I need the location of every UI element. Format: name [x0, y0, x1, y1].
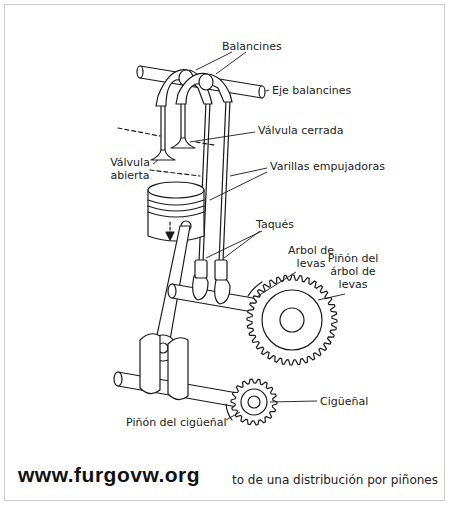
part-label: Piñón del cigüeñal: [126, 416, 227, 429]
head-plane: [150, 170, 200, 176]
leader-line: [266, 90, 269, 91]
watermark: www.furgovw.org: [18, 463, 200, 487]
piston-ring: [148, 200, 204, 217]
leader-line: [190, 132, 255, 142]
tappet: [215, 260, 227, 280]
part-label: Piñón del árbol de levas: [318, 252, 388, 291]
rocker-arm: [176, 73, 232, 104]
part-label: Taqués: [256, 218, 294, 231]
rocker-shaft-end: [137, 66, 143, 78]
leader-line: [210, 172, 267, 200]
pushrod: [199, 102, 210, 262]
leader-line: [216, 52, 246, 74]
part-label: Cigüeñal: [320, 395, 368, 408]
part-label: Válvula cerrada: [258, 124, 343, 137]
frame: [5, 5, 445, 501]
piston-motion-head: [166, 232, 174, 240]
gear-rim: [241, 389, 267, 415]
cam-lobe: [215, 278, 230, 304]
rocker-shaft-end: [259, 86, 265, 98]
gear-hub: [280, 308, 304, 332]
camshaft-end: [168, 284, 176, 298]
leader-line: [270, 401, 317, 402]
leader-line: [206, 231, 262, 258]
caption: to de una distribución por piñones: [232, 473, 438, 488]
rocker-boss: [199, 74, 213, 90]
valve-closed: [171, 138, 195, 148]
crankshaft-end: [114, 372, 122, 386]
crank-web: [168, 338, 188, 400]
valve-open: [151, 150, 175, 160]
tappet: [195, 260, 207, 278]
leader-line: [153, 160, 158, 164]
part-label: Varillas empujadoras: [270, 160, 385, 173]
connecting-rod: [156, 226, 190, 340]
part-label: Válvula abierta: [104, 156, 156, 182]
leader-line: [258, 272, 296, 296]
crank-web: [140, 334, 160, 394]
camshaft-gear: [247, 275, 337, 365]
piston-crown: [148, 182, 204, 198]
gear-rim: [262, 290, 322, 350]
rotation-arrow: [248, 282, 262, 296]
head-plane: [118, 128, 214, 145]
valve-stem: [181, 102, 185, 138]
leader-line: [196, 52, 232, 70]
leader-lines: [153, 52, 345, 420]
part-label: Balancines: [222, 40, 282, 53]
gear-hub: [248, 396, 260, 408]
part-label: Eje balancines: [272, 84, 351, 97]
valve-stem: [161, 104, 165, 150]
leader-line: [318, 294, 345, 300]
pushrod: [219, 100, 230, 262]
leader-line: [226, 412, 240, 420]
gear-teeth: [247, 275, 337, 365]
